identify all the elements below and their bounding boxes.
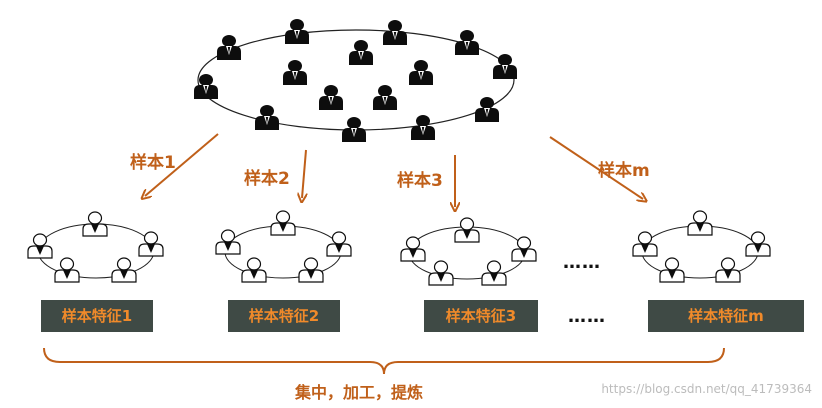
- person-outline-icon: [454, 217, 480, 243]
- feature-box-m: 样本特征m: [648, 300, 804, 332]
- person-icon: [383, 20, 407, 45]
- grouping-brace: [43, 347, 725, 375]
- arrow-label-3: 样本3: [397, 170, 443, 191]
- person-outline-icon: [745, 231, 771, 257]
- person-icon: [411, 115, 435, 140]
- person-icon: [217, 35, 241, 60]
- person-outline-icon: [54, 257, 80, 283]
- person-outline-icon: [138, 231, 164, 257]
- person-icon: [455, 30, 479, 55]
- person-outline-icon: [659, 257, 685, 283]
- person-outline-icon: [715, 257, 741, 283]
- person-outline-icon: [481, 260, 507, 286]
- person-outline-icon: [27, 233, 53, 259]
- person-outline-icon: [400, 236, 426, 262]
- arrow-2: [302, 149, 306, 198]
- arrow-label-2: 样本2: [244, 168, 290, 189]
- sample-group-m: [632, 210, 771, 283]
- person-icon: [285, 19, 309, 44]
- person-outline-icon: [298, 257, 324, 283]
- sample-group-1: [27, 211, 164, 283]
- sample-group-2: [215, 210, 352, 283]
- population-group: [194, 19, 517, 142]
- sample-group-3: [400, 217, 537, 286]
- feature-box-3: 样本特征3: [424, 300, 538, 332]
- person-icon: [342, 117, 366, 142]
- feature-label-2: 样本特征2: [248, 307, 320, 325]
- person-outline-icon: [687, 210, 713, 236]
- person-outline-icon: [511, 236, 537, 262]
- ellipsis-bottom: ……: [568, 306, 606, 327]
- feature-label-3: 样本特征3: [445, 307, 517, 325]
- person-icon: [255, 105, 279, 130]
- person-outline-icon: [632, 231, 658, 257]
- feature-box-1: 样本特征1: [41, 300, 153, 332]
- person-outline-icon: [82, 211, 108, 237]
- person-icon: [373, 85, 397, 110]
- watermark: https://blog.csdn.net/qq_41739364: [601, 382, 812, 396]
- person-outline-icon: [270, 210, 296, 236]
- person-icon: [283, 60, 307, 85]
- person-icon: [349, 40, 373, 65]
- arrow-1: [145, 133, 219, 196]
- person-outline-icon: [215, 229, 241, 255]
- feature-label-1: 样本特征1: [61, 307, 133, 325]
- person-icon: [319, 85, 343, 110]
- feature-box-2: 样本特征2: [228, 300, 340, 332]
- person-icon: [475, 97, 499, 122]
- sampling-arrows: 样本1 样本2 样本3 样本m: [130, 133, 650, 207]
- arrow-label-1: 样本1: [130, 152, 176, 173]
- person-outline-icon: [428, 260, 454, 286]
- feature-label-m: 样本特征m: [688, 307, 764, 325]
- person-outline-icon: [111, 257, 137, 283]
- person-icon: [409, 60, 433, 85]
- person-outline-icon: [241, 257, 267, 283]
- arrow-label-m: 样本m: [598, 160, 650, 181]
- ellipsis-top: ……: [563, 252, 601, 273]
- person-outline-icon: [326, 231, 352, 257]
- summary-label: 集中，加工，提炼: [295, 383, 424, 402]
- arrow-m: [549, 136, 643, 199]
